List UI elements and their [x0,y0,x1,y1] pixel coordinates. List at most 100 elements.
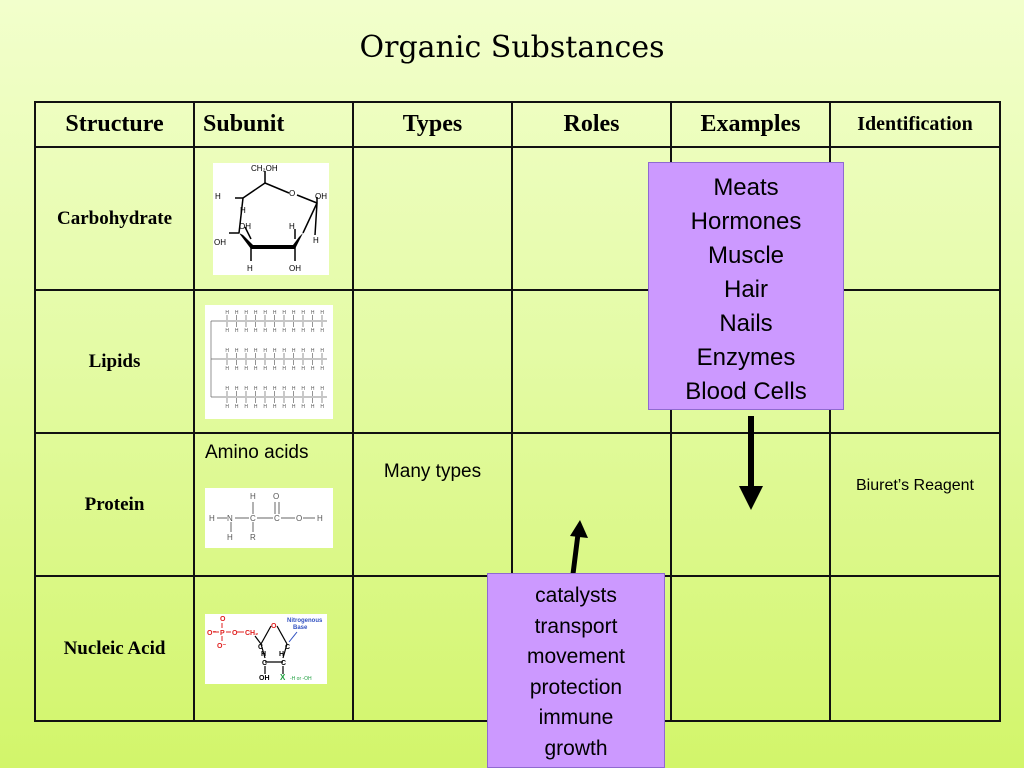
amino-o-label-1: O [273,492,279,501]
lipid-h-atom: H [235,328,239,334]
example-item: Muscle [707,242,785,269]
nucleotide-x-note: -H or -OH [290,676,312,682]
amino-r-label: R [250,533,256,542]
lipid-h-atom: H [282,404,286,410]
lipid-h-atom: H [292,310,296,316]
lipid-h-atom: H [320,386,324,392]
up-arrow-icon [570,520,588,575]
glucose-h-label-2: H [240,206,246,215]
lipid-h-atom: H [311,310,315,316]
nucleotide-ominus-1: O⁻ [207,630,216,637]
roles-cell-carbohydrate [511,146,672,291]
glucose-oh-label-1: OH [315,192,327,201]
lipid-h-atom: H [311,366,315,372]
lipid-h-atom: H [244,404,248,410]
role-item: protection [529,675,623,699]
lipid-h-atom: H [244,348,248,354]
lipid-h-atom: H [301,310,305,316]
nucleotide-p-label: P [220,630,225,637]
lipid-h-atom: H [320,328,324,334]
lipid-h-atom: H [282,328,286,334]
header-identification: Identification [829,101,1001,148]
amino-o-label-2: O [296,514,302,523]
header-subunit: Subunit [193,101,354,148]
nucleotide-structure-image: O O⁻ P O O⁻ CH₂ O [205,613,327,684]
lipid-h-atom: H [273,404,277,410]
nucleotide-c-2: C [285,644,290,651]
lipid-h-atom: H [225,328,229,334]
lipid-h-atom: H [301,366,305,372]
triglyceride-structure-image: HHHHHHHHHHHHHHHHHHHHHHHHHHHHHHHHHHHHHHHH… [205,304,333,419]
header-structure: Structure [34,101,195,148]
lipid-h-atom: H [263,310,267,316]
glucose-h-label-5: H [247,264,253,273]
nucleotide-base-label-2: Base [293,625,308,631]
identification-biuret-text: Biuret’s Reagent [856,477,974,494]
lipid-h-atom: H [292,386,296,392]
lipid-h-atom: H [311,348,315,354]
lipid-h-atom: H [254,310,258,316]
row-label-nucleic-acid: Nucleic Acid [34,575,195,722]
header-roles: Roles [511,101,672,148]
amino-c-label-2: C [274,514,280,523]
lipid-h-atom: H [301,386,305,392]
lipid-h-atom: H [254,328,258,334]
example-item: Nails [719,310,773,337]
role-item: movement [526,645,626,668]
example-item: Enzymes [696,344,796,371]
glucose-o-label: O [289,189,295,198]
lipid-h-atom: H [301,348,305,354]
header-row: Structure Subunit Types Roles Examples I… [34,101,1001,148]
lipid-h-atom: H [273,310,277,316]
identification-cell-nucleic-acid [829,575,1001,722]
lipid-h-atom: H [301,328,305,334]
lipid-h-atom: H [282,348,286,354]
types-cell-lipids [352,289,513,434]
lipid-h-atom: H [263,366,267,372]
amino-h-label-2: H [227,533,233,542]
subunit-cell-carbohydrate: CH₂OH O OH H H OH H OH H H OH [193,146,354,291]
lipid-h-atom: H [273,348,277,354]
lipid-h-atom: H [235,386,239,392]
roles-cell-lipids [511,289,672,434]
lipid-h-atom: H [273,386,277,392]
lipid-h-atom: H [282,386,286,392]
amino-h-label-3: H [250,492,256,501]
lipid-h-atom: H [254,348,258,354]
lipid-h-atom: H [320,310,324,316]
down-arrow-icon [739,416,763,510]
lipid-h-atom: H [292,366,296,372]
nucleotide-oh-label: OH [259,675,270,682]
types-many-types-text: Many types [383,461,482,482]
example-item: Hair [723,276,768,303]
table-row: Protein Amino acids H N [34,432,1001,577]
amino-c-label-1: C [250,514,256,523]
glucose-h-label-3: H [289,222,295,231]
lipid-h-atom: H [263,328,267,334]
nucleotide-o-top: O [220,616,226,623]
lipid-h-atom: H [235,366,239,372]
lipid-h-atom: H [311,328,315,334]
amino-h-label-1: H [209,514,215,523]
lipid-h-atom: H [292,348,296,354]
role-item: growth [544,736,608,760]
types-cell-nucleic-acid [352,575,513,722]
lipid-h-atom: H [235,348,239,354]
lipid-h-atom: H [244,328,248,334]
lipid-h-atom: H [225,366,229,372]
role-item: catalysts [535,584,617,607]
lipid-h-atom: H [282,310,286,316]
lipid-h-atom: H [320,366,324,372]
lipid-h-atom: H [311,404,315,410]
lipid-h-atom: H [273,328,277,334]
lipid-h-atom: H [254,404,258,410]
role-item: immune [538,706,614,729]
amino-acid-structure-image: H N H H C R O C O H [205,488,333,548]
glucose-oh-label-3: OH [214,238,226,247]
nucleotide-c-3: C [262,660,267,667]
identification-cell-carbohydrate [829,146,1001,291]
